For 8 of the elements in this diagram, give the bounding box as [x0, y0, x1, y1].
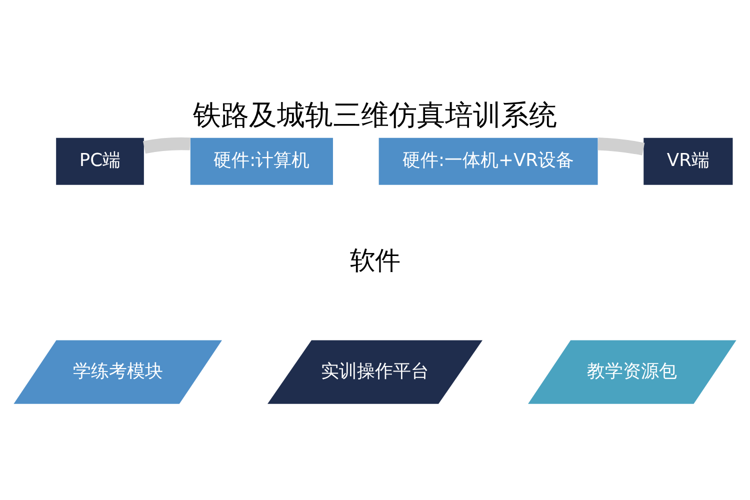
diagram-title: 铁路及城轨三维仿真培训系统: [192, 98, 557, 132]
node-box: VR端: [644, 137, 733, 184]
connector: [143, 136, 190, 154]
node-box: 硬件:计算机: [190, 137, 333, 184]
connector: [598, 137, 645, 155]
node-box: PC端: [56, 137, 144, 184]
label: 软件: [350, 245, 400, 276]
node-box: 硬件:一体机+VR设备: [378, 137, 598, 184]
